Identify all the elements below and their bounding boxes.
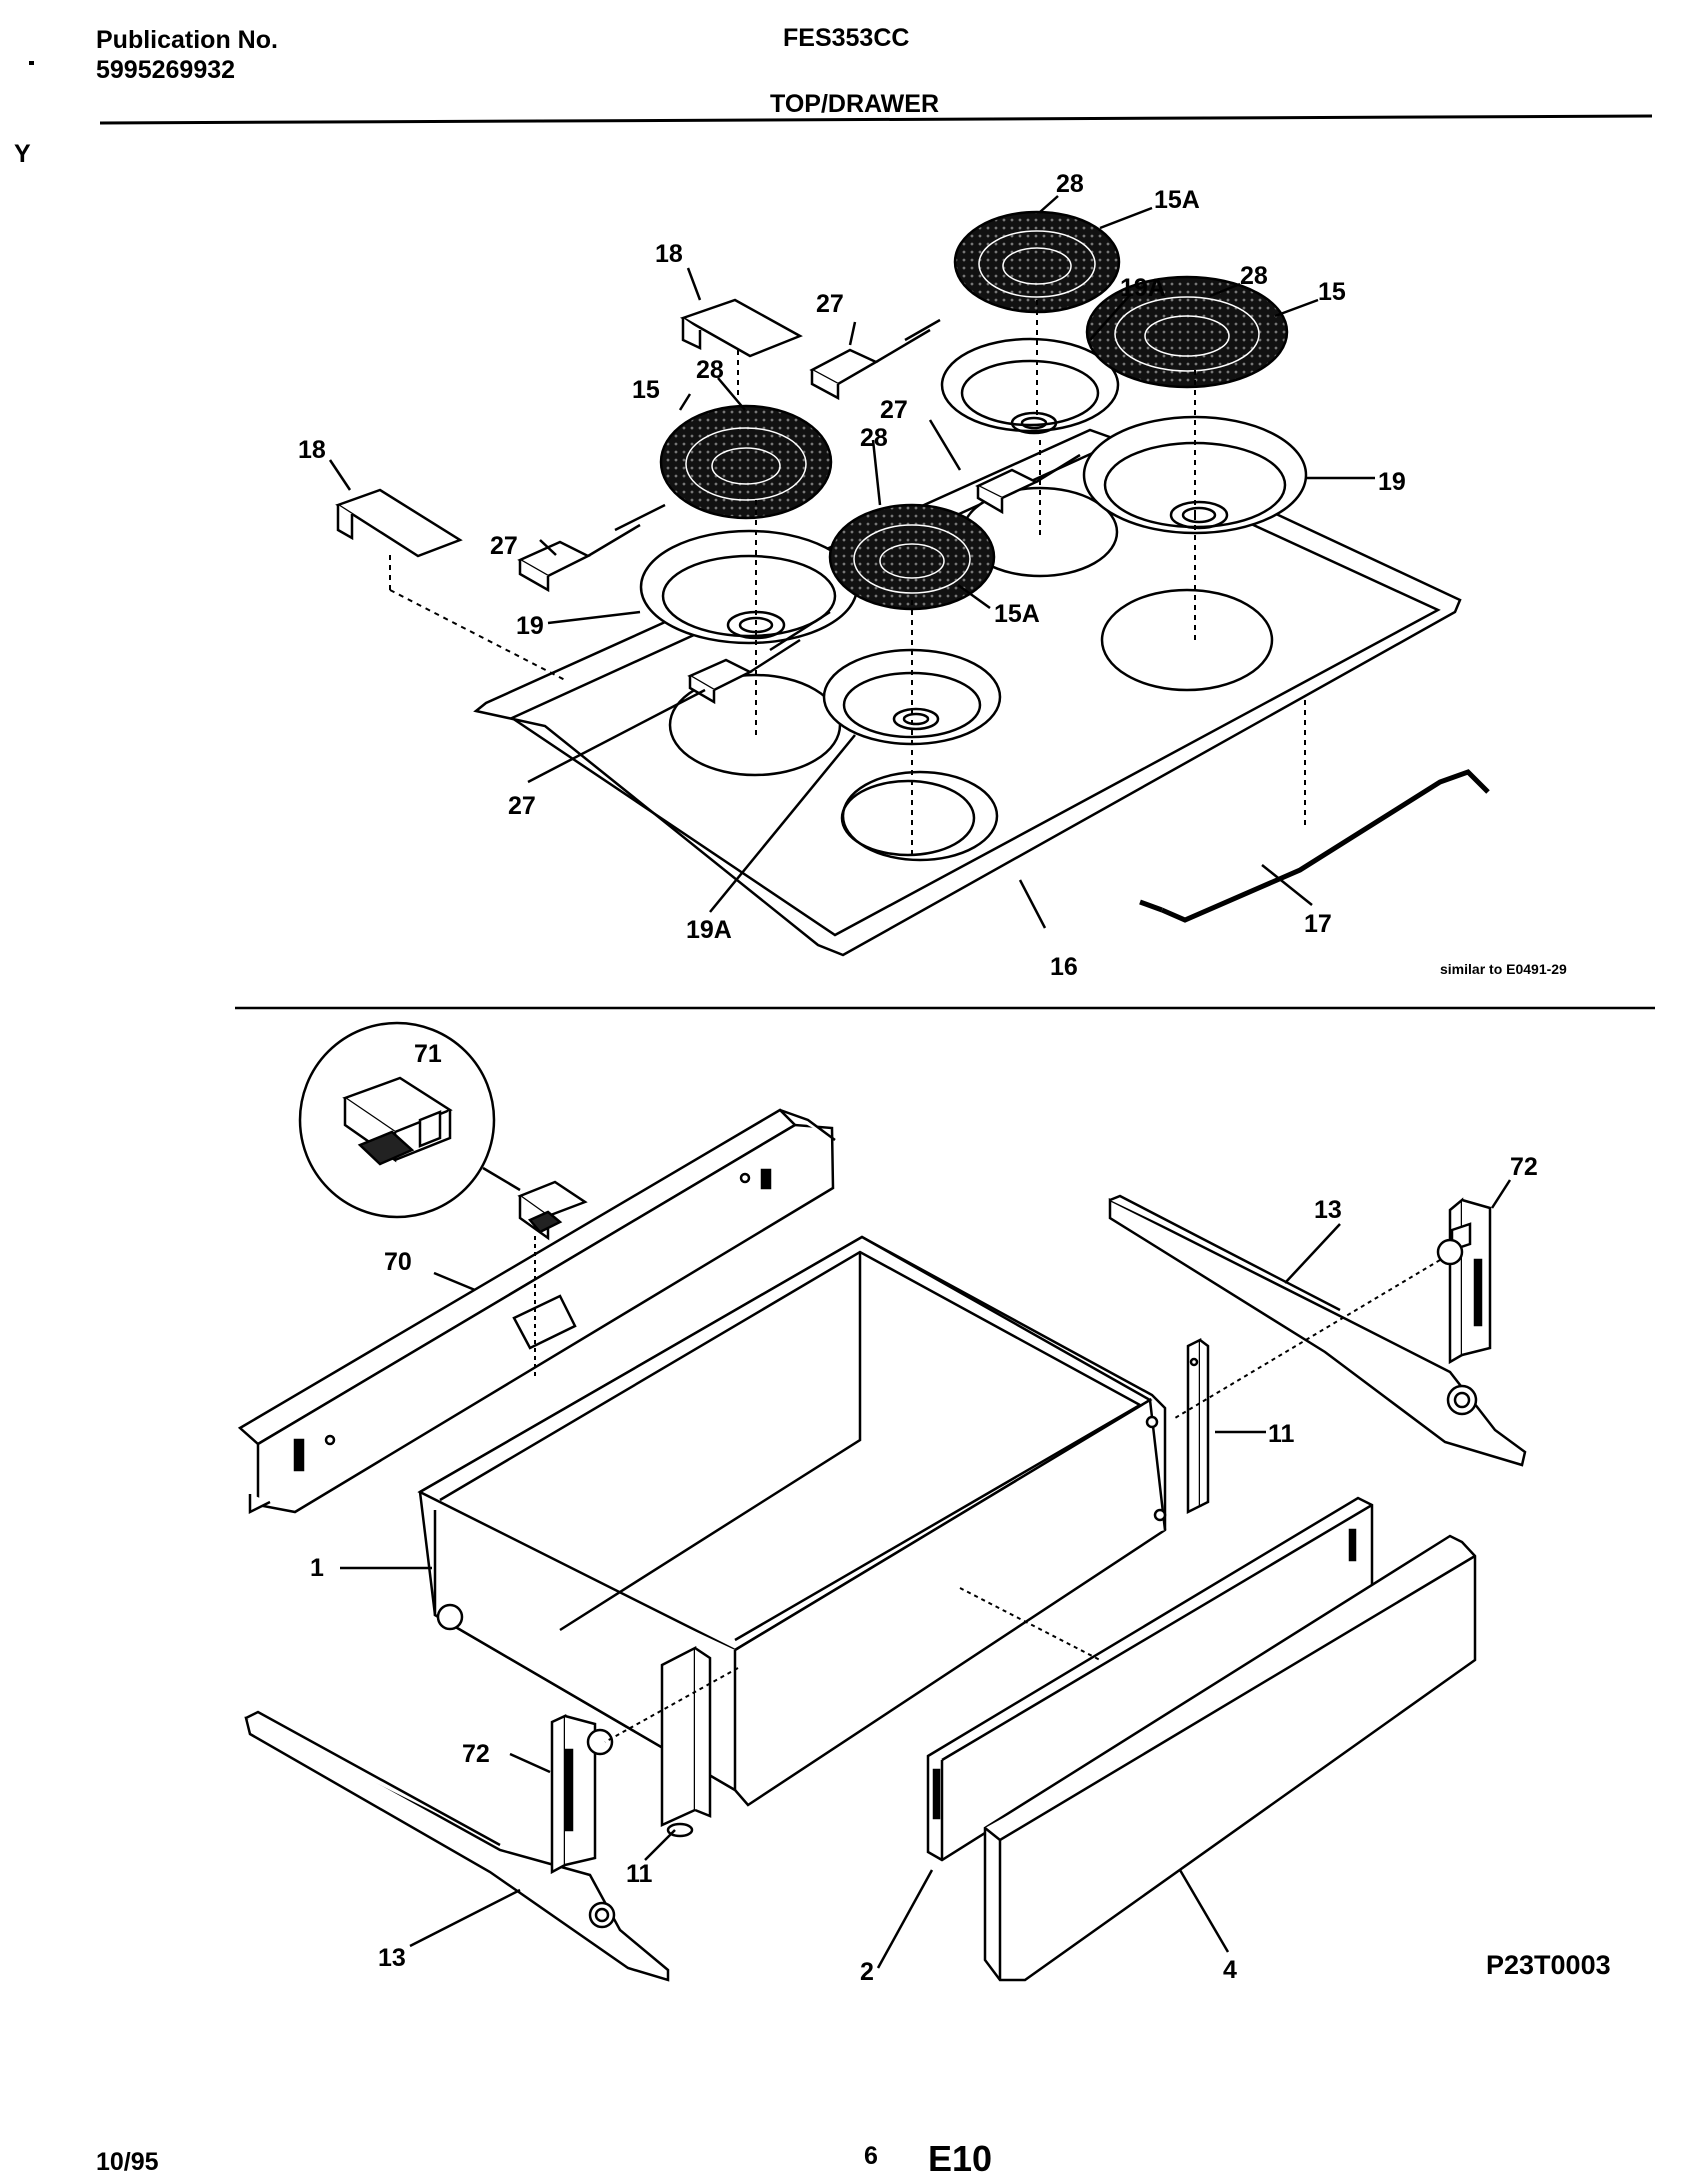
callout-16: 16 [1050, 953, 1078, 981]
terminal-block [517, 348, 1039, 705]
assembly-guides-top [389, 300, 1306, 860]
callout-28: 28 [1056, 170, 1084, 198]
drawer-diagram [237, 1021, 1527, 1982]
callout-13: 13 [1314, 1196, 1342, 1224]
drawer-bracket-right [1186, 1337, 1210, 1515]
callout-18: 18 [298, 436, 326, 464]
callout-71: 71 [414, 1040, 442, 1068]
header-rule [99, 114, 1653, 125]
callout-27: 27 [490, 532, 518, 560]
similar-note: similar to E0491-29 [1440, 961, 1567, 977]
callout-1: 1 [310, 1554, 324, 1582]
callout-13: 13 [378, 1944, 406, 1972]
callouts-top: 28 15A 18 27 19A 28 15 28 15 27 28 18 19… [298, 170, 1567, 981]
callouts-bottom: 71 70 72 13 11 1 72 11 13 2 4 P23T0003 [310, 1040, 1611, 1986]
drip-bowl-back [940, 337, 1120, 435]
leader-lines-top [328, 195, 1375, 929]
callout-11: 11 [1268, 1420, 1295, 1448]
model-number: FES353CC [783, 24, 910, 52]
drawer-rail-left [244, 1710, 670, 1982]
drip-bowl-left [639, 529, 859, 645]
drawer-slide-right [1436, 1197, 1492, 1365]
callout-28: 28 [696, 356, 724, 384]
section-title: TOP/DRAWER [770, 90, 939, 118]
callout-27: 27 [508, 792, 536, 820]
cooktop-diagram [335, 210, 1490, 957]
callout-4: 4 [1223, 1956, 1237, 1984]
callout-72: 72 [462, 1740, 490, 1768]
callout-15a: 15A [1154, 186, 1200, 214]
front-frame-rail [237, 1108, 836, 1515]
drawer-body [417, 1235, 1167, 1807]
coil-element-left [659, 404, 833, 520]
callout-72: 72 [1510, 1153, 1538, 1181]
callout-19a: 19A [1120, 274, 1166, 302]
callout-11: 11 [626, 1860, 653, 1888]
drawer-rail-right [1108, 1194, 1527, 1467]
publication-number: 5995269932 [96, 56, 236, 84]
coil-element-back [953, 210, 1121, 314]
callout-70: 70 [384, 1248, 412, 1276]
callout-15a: 15A [994, 600, 1040, 628]
page-number: 6 [864, 2142, 878, 2170]
assembly-guides-bottom [534, 1236, 1441, 1743]
callout-19a: 19A [686, 916, 732, 944]
callout-18: 18 [655, 240, 683, 268]
footer-date: 10/95 [96, 2148, 159, 2176]
callout-28: 28 [860, 424, 888, 452]
callout-2: 2 [860, 1958, 874, 1986]
diagram-code: P23T0003 [1486, 1950, 1611, 1980]
mounting-bracket [335, 298, 803, 558]
callout-15: 15 [632, 376, 660, 404]
leader-lines-bottom [340, 1179, 1512, 1969]
publication-label: Publication No. [96, 26, 278, 54]
callout-19: 19 [516, 612, 544, 640]
coil-element-front [828, 503, 996, 611]
svg-text:Y: Y [14, 140, 31, 168]
callout-28: 28 [1240, 262, 1268, 290]
callout-27: 27 [880, 396, 908, 424]
callout-27: 27 [816, 290, 844, 318]
drawer-front-panel [983, 1534, 1477, 1982]
callout-17: 17 [1304, 910, 1332, 938]
coil-element-right [1085, 275, 1289, 389]
drawer-bracket-left [660, 1645, 712, 1838]
callout-19: 19 [1378, 468, 1406, 496]
section-code: E10 [928, 2138, 993, 2179]
drawer-stop-detail [342, 1076, 453, 1166]
element-rod [1161, 769, 1490, 923]
drawer-slide-left [550, 1714, 614, 1875]
callout-15: 15 [1318, 278, 1346, 306]
